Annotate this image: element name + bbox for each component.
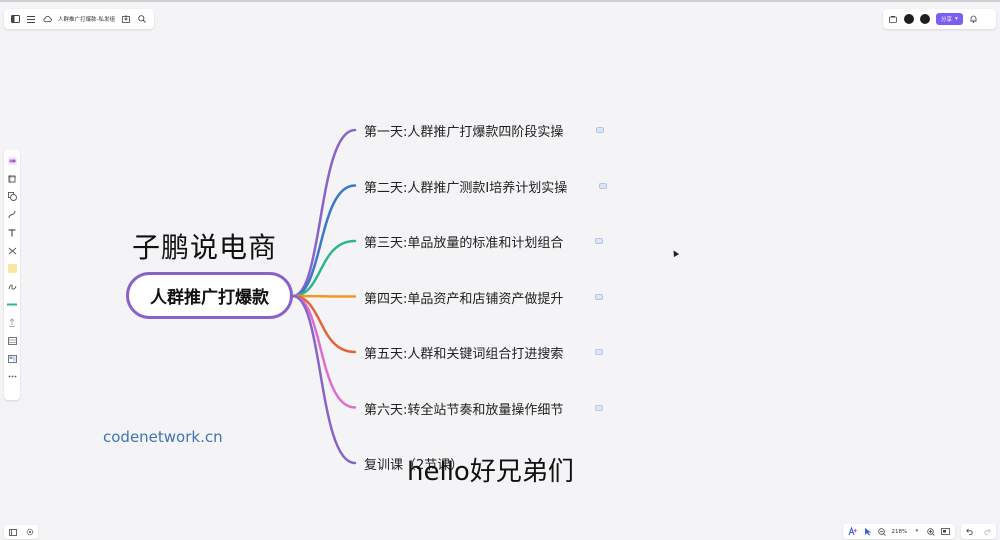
share-button[interactable]: 分享 ▾ [936,13,963,25]
branch-connector [291,294,357,354]
top-right-toolbar: 分享 ▾ [883,9,996,29]
branch-expand-icon[interactable] [599,182,607,189]
root-node-label: 人群推广打爆款 [150,288,269,308]
export-icon[interactable] [121,14,131,24]
branch-expand-icon[interactable] [595,238,603,244]
template-icon[interactable] [7,353,17,364]
branch-expand-icon[interactable] [595,349,603,355]
ai-assistant-icon[interactable] [848,527,858,537]
branch-expand-icon[interactable] [596,127,604,133]
branch-connector [291,294,357,465]
left-tool-palette [4,150,20,400]
connector-tool-icon[interactable] [7,209,17,220]
upload-icon[interactable] [7,317,17,328]
chevron-down-icon[interactable]: ▾ [915,528,919,534]
mindmap-branch-node[interactable]: 第三天:单品放量的标准和计划组合 [364,236,564,251]
zoom-level[interactable]: 218% [891,528,908,535]
sticky-note-icon[interactable] [7,263,17,274]
branch-connector [291,239,357,298]
redo-icon[interactable] [982,527,992,537]
minimap-icon[interactable] [940,527,950,537]
cloud-saved-icon [42,14,52,24]
mindmap-branch-node[interactable]: 第一天:人群推广打爆款四阶段实操 [364,125,564,140]
present-icon[interactable] [888,14,898,24]
watermark-text: codenetwork.cn [103,428,223,446]
notification-bell-icon[interactable] [969,14,979,24]
video-overlay-subtitle: hello好兄弟们 [407,457,574,487]
zoom-out-icon[interactable] [877,527,886,537]
branch-connector [291,128,357,298]
bottom-left-toolbar [4,525,38,539]
history-toolbar [961,524,996,539]
document-title[interactable]: 人群推广打爆款-私发组 [58,17,115,23]
mindmap-root-node[interactable]: 人群推广打爆款 [126,272,293,319]
layers-icon[interactable] [8,527,18,537]
bottom-right-toolbar: 218% ▾ [843,524,955,539]
search-icon[interactable] [137,14,147,24]
branch-expand-icon[interactable] [595,293,603,300]
mindmap-branch-node[interactable]: 第四天:单品资产和店铺资产做提升 [364,291,564,307]
chevron-down-icon: ▾ [955,16,958,22]
share-label: 分享 [941,17,953,23]
window-top-border [0,0,1000,2]
zoom-in-icon[interactable] [926,527,935,537]
collaborator-avatar[interactable] [904,14,914,24]
ai-magic-icon[interactable] [7,155,17,166]
video-overlay-title: 子鹏说电商 [132,231,278,264]
select-pointer-icon[interactable] [863,527,872,537]
branch-expand-icon[interactable] [595,404,603,411]
shape-tool-icon[interactable] [7,191,17,202]
frame-tool-icon[interactable] [7,173,17,184]
mindmap-tool-icon[interactable] [7,245,17,256]
mindmap-branch-node[interactable]: 第六天:转全站节奏和放量操作细节 [364,402,564,418]
menu-icon[interactable] [26,14,36,24]
table-tool-icon[interactable] [7,335,17,346]
branch-connector [291,294,357,298]
undo-icon[interactable] [965,527,975,537]
pen-tool-icon[interactable] [7,281,17,292]
mindmap-branch-node[interactable]: 第二天:人群推广测款I培养计划实操 [364,180,568,196]
collaborator-avatar[interactable] [920,14,930,24]
mindmap-branch-node[interactable]: 第五天:人群和关键词组合打进搜索 [364,347,564,362]
branch-connector [291,184,357,298]
mindmap-branch-node[interactable]: 复训课（2节课） [364,458,464,473]
sidebar-toggle-icon[interactable] [10,14,20,24]
settings-gear-icon[interactable] [25,527,35,537]
more-tools-icon[interactable] [7,371,17,382]
text-tool-icon[interactable] [7,227,17,238]
line-tool-icon[interactable] [7,299,17,310]
top-left-toolbar: 人群推广打爆款-私发组 [4,9,154,29]
